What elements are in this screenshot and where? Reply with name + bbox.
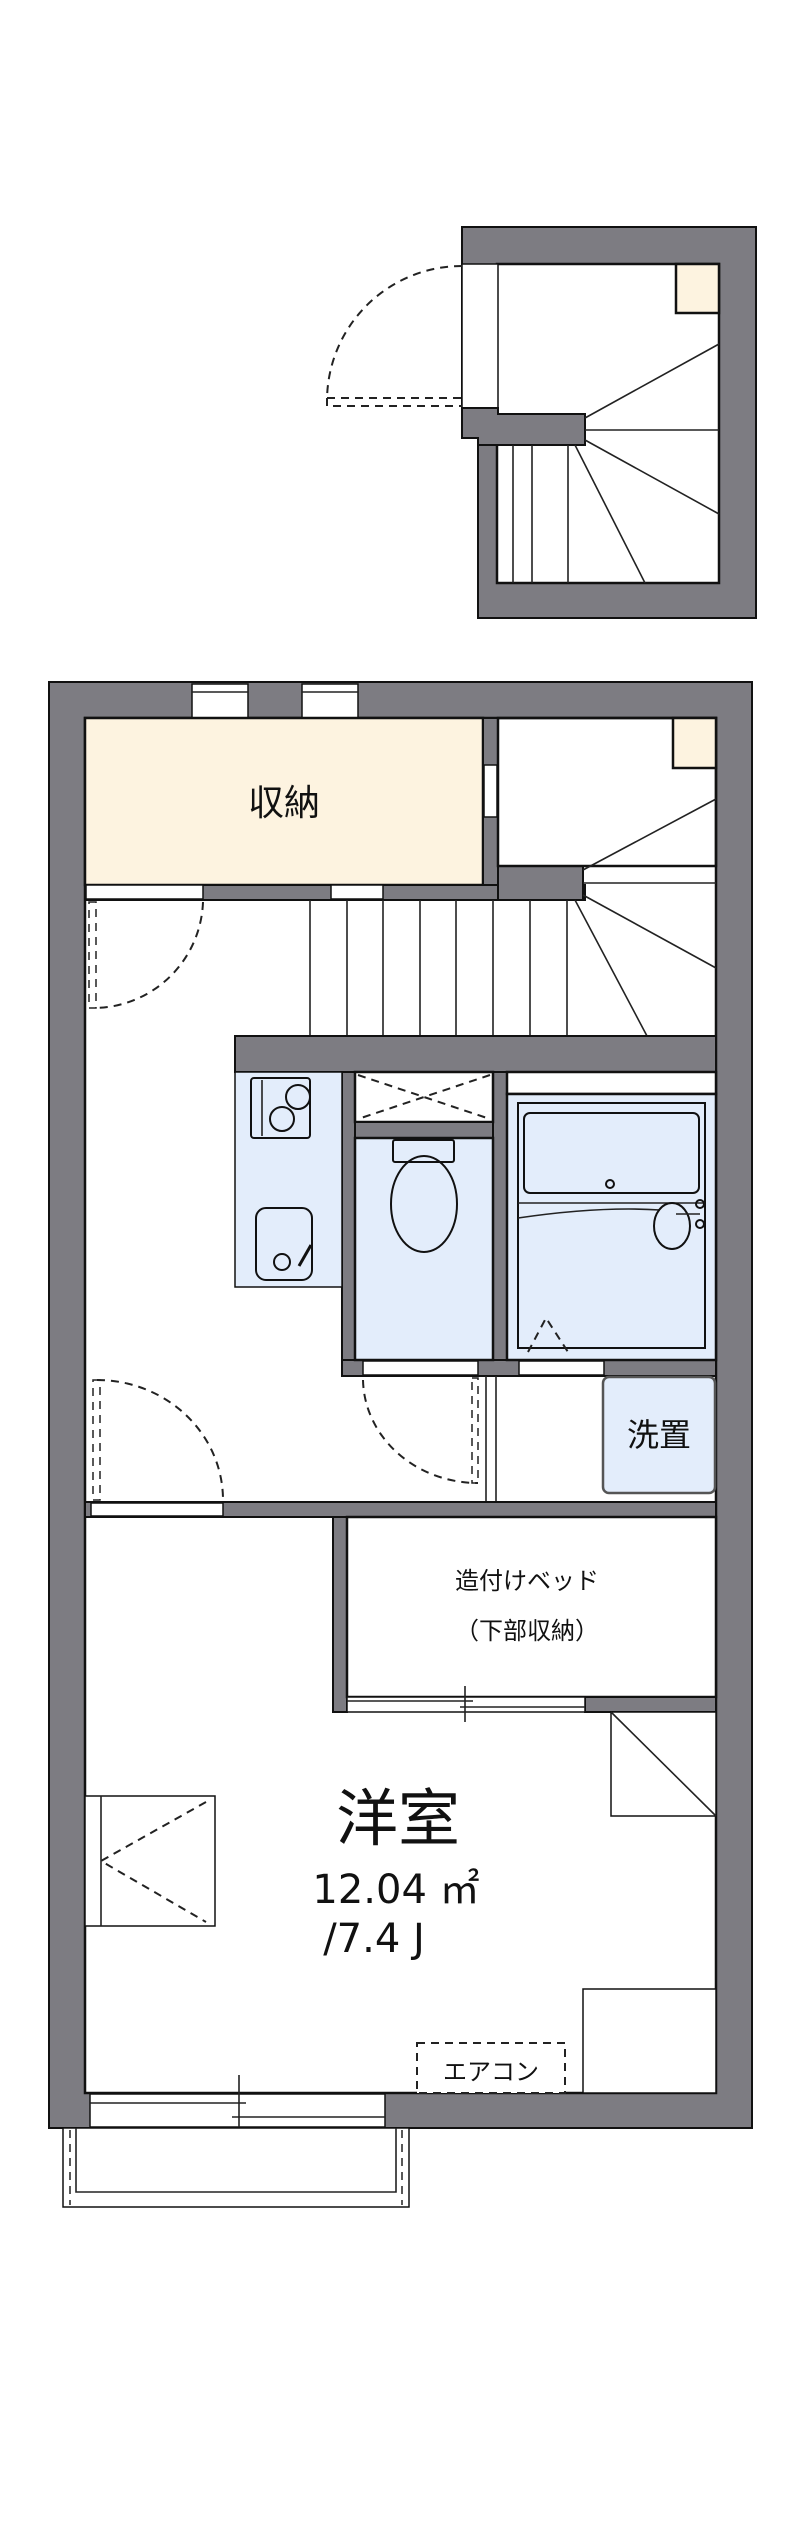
- toilet-room: [353, 1136, 495, 1362]
- storage-label: 収納: [248, 783, 320, 824]
- bed-label-line2: （下部収納）: [455, 1617, 599, 1645]
- main-floor: 収納: [48, 681, 753, 2208]
- stair-post: [674, 262, 721, 315]
- door-swing: [362, 1379, 479, 1484]
- bed-label-line1: 造付けベッド: [455, 1567, 599, 1595]
- laundry-label: 洗置: [627, 1416, 691, 1454]
- room-name: 洋室: [336, 1782, 460, 1855]
- stove-icon: [250, 1077, 311, 1139]
- toilet-icon: [390, 1139, 458, 1253]
- laundry-space: [601, 1375, 717, 1495]
- window: [191, 683, 249, 719]
- washbasin-icon: [653, 1199, 705, 1250]
- ac-label: エアコン: [443, 2058, 539, 2086]
- storage-room: [83, 716, 485, 887]
- room-area: 12.04 ㎡: [312, 1867, 479, 1913]
- stair-post: [671, 716, 718, 770]
- built-in-bed: [345, 1515, 718, 1699]
- sink-icon: [255, 1207, 313, 1281]
- door-swing: [96, 1379, 224, 1501]
- air-conditioner: [416, 2042, 566, 2094]
- balcony: [62, 2127, 410, 2208]
- room-size-jo: /7.4 J: [323, 1916, 425, 1962]
- balcony-window: [89, 2093, 386, 2128]
- bathroom: [505, 1092, 718, 1362]
- sliding-door: [346, 1696, 586, 1713]
- stair-treads: [309, 900, 568, 1036]
- door-swing: [93, 901, 204, 1009]
- window: [301, 683, 359, 719]
- upper-floor-stair-box: [326, 226, 757, 619]
- door-swing: [326, 265, 463, 401]
- bathtub-icon: [523, 1112, 700, 1194]
- wardrobe: [84, 1795, 216, 1927]
